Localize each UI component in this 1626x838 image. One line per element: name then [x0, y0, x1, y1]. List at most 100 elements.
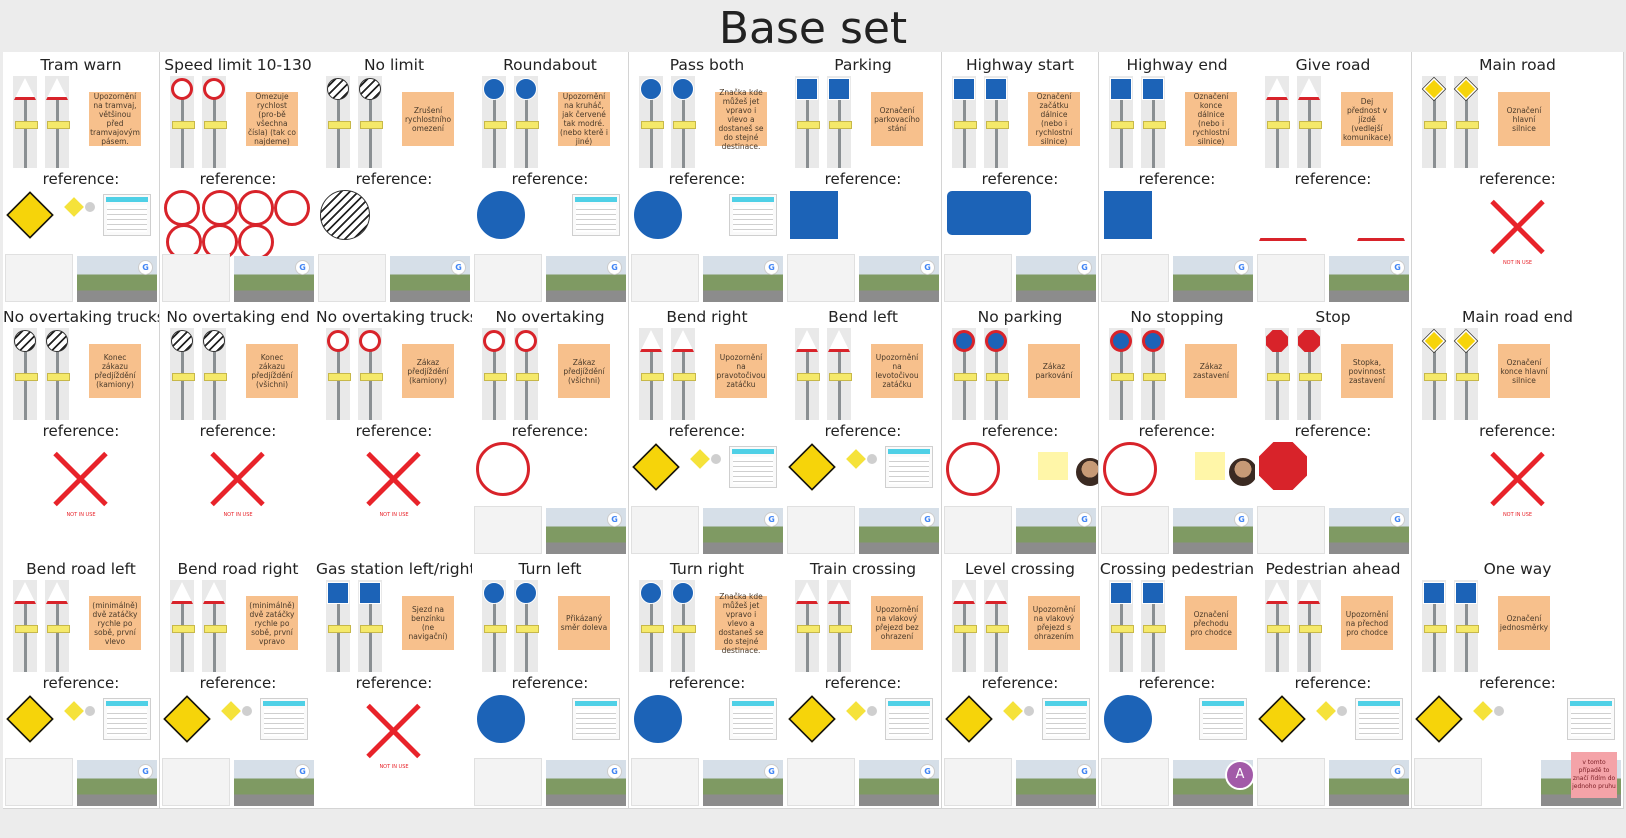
streetview-photo-thumbnail[interactable]: G — [546, 760, 626, 806]
sign-model-right[interactable] — [202, 76, 227, 168]
collaborator-avatar[interactable]: A — [1225, 760, 1255, 790]
yield-triangle-icon[interactable] — [1259, 190, 1307, 241]
sticky-note[interactable]: Označení parkovacího stání — [871, 92, 923, 146]
sticky-note[interactable]: Zákaz zastavení — [1185, 344, 1237, 398]
sticky-note[interactable]: Označení jednosměrky — [1498, 596, 1550, 650]
diamond-yellow-icon[interactable] — [788, 443, 836, 491]
reference-table-thumbnail[interactable] — [1042, 698, 1090, 740]
sticky-note[interactable]: Zrušení rychlostního omezení — [402, 92, 454, 146]
crossing-blue-icon[interactable] — [1103, 694, 1153, 744]
reference-diagram-thumbnail[interactable] — [162, 254, 230, 302]
sign-model-left[interactable] — [326, 580, 351, 672]
diamond-yellow-icon[interactable] — [6, 191, 54, 239]
reference-diagram-thumbnail[interactable] — [787, 506, 855, 554]
sticky-note[interactable]: Upozornění na vlakový přejezd bez ohraze… — [871, 596, 923, 650]
sign-model-right[interactable] — [1453, 328, 1479, 420]
roundabout-blue-icon[interactable] — [476, 190, 526, 240]
diamond-yellow-icon[interactable] — [788, 695, 836, 743]
sign-model-right[interactable] — [358, 76, 383, 168]
sign-model-left[interactable] — [1109, 76, 1134, 168]
reference-diagram-thumbnail[interactable] — [787, 758, 855, 806]
sign-model-right[interactable] — [984, 580, 1009, 672]
sign-model-right[interactable] — [671, 328, 696, 420]
highway-m7-icon[interactable] — [946, 190, 1032, 236]
streetview-photo-thumbnail[interactable]: G — [546, 256, 626, 302]
sticky-note[interactable]: Označení hlavní silnice — [1498, 92, 1550, 146]
sign-model-left[interactable] — [1422, 580, 1447, 672]
sticky-note[interactable]: Dej přednost v jízdě (vedlejší komunikac… — [1341, 92, 1393, 146]
sticky-note[interactable]: Zákaz předjíždění (kamiony) — [402, 344, 454, 398]
reference-diagram-thumbnail[interactable] — [5, 758, 73, 806]
sign-model-right[interactable] — [202, 580, 227, 672]
sign-model-left[interactable] — [13, 76, 38, 168]
sign-model-left[interactable] — [639, 580, 664, 672]
sign-model-right[interactable] — [358, 328, 383, 420]
sign-model-left[interactable] — [1265, 76, 1290, 168]
reference-table-thumbnail[interactable] — [729, 698, 777, 740]
sign-model-left[interactable] — [639, 76, 664, 168]
sticky-note[interactable]: Upozornění na levotočivou zatáčku — [871, 344, 923, 398]
sign-model-left[interactable] — [170, 76, 195, 168]
parking-p-icon[interactable] — [789, 190, 839, 240]
sign-model-left[interactable] — [795, 580, 820, 672]
reference-diagram-thumbnail[interactable] — [1101, 506, 1169, 554]
streetview-photo-thumbnail[interactable]: G — [703, 760, 783, 806]
yield-triangle-icon[interactable] — [1357, 190, 1405, 241]
reference-table-thumbnail[interactable] — [572, 698, 620, 740]
nolimit-sign-icon[interactable] — [320, 190, 370, 240]
streetview-photo-thumbnail[interactable]: G — [1173, 508, 1253, 554]
no-overtaking-sign-icon[interactable] — [476, 442, 530, 496]
sign-cell[interactable]: Bend road left(minimálně) dvě zatáčky ry… — [3, 556, 160, 809]
streetview-photo-thumbnail[interactable]: G — [234, 256, 314, 302]
streetview-photo-thumbnail[interactable]: G — [703, 508, 783, 554]
sticky-note[interactable]: Zákaz předjíždění (všichni) — [558, 344, 610, 398]
sign-model-right[interactable] — [1297, 580, 1322, 672]
reference-diagram-thumbnail[interactable] — [787, 254, 855, 302]
sign-model-right[interactable] — [45, 76, 70, 168]
sticky-note[interactable]: (minimálně) dvě zatáčky rychle po sobě, … — [246, 596, 298, 650]
reference-diagram-thumbnail[interactable] — [631, 506, 699, 554]
streetview-photo-thumbnail[interactable]: G — [77, 256, 157, 302]
sticky-note[interactable]: Upozornění na tramvaj, většinou před tra… — [89, 92, 141, 146]
streetview-photo-thumbnail[interactable]: G — [546, 508, 626, 554]
diamond-yellow-icon[interactable] — [632, 443, 680, 491]
sign-model-right[interactable] — [827, 580, 852, 672]
reference-diagram-thumbnail[interactable] — [5, 254, 73, 302]
reference-table-thumbnail[interactable] — [103, 194, 151, 236]
sign-model-left[interactable] — [170, 580, 195, 672]
reference-table-thumbnail[interactable] — [885, 698, 933, 740]
sign-model-right[interactable] — [1141, 76, 1166, 168]
streetview-photo-thumbnail[interactable]: G — [1329, 256, 1409, 302]
streetview-photo-thumbnail[interactable]: G — [77, 760, 157, 806]
reference-diagram-thumbnail[interactable] — [1257, 506, 1325, 554]
passboth-blue-icon[interactable] — [633, 190, 683, 240]
turn-left-blue-icon[interactable] — [476, 694, 526, 744]
reference-diagram-thumbnail[interactable] — [162, 758, 230, 806]
streetview-photo-thumbnail[interactable]: G — [390, 256, 470, 302]
sticky-note[interactable]: Upozornění na přechod pro chodce — [1341, 596, 1393, 650]
sign-model-right[interactable] — [202, 328, 227, 420]
nostopping-sign-icon[interactable] — [1103, 442, 1157, 496]
reference-table-thumbnail[interactable] — [103, 698, 151, 740]
sticky-note[interactable]: Konec zákazu předjíždění (všichni) — [246, 344, 298, 398]
sign-model-right[interactable] — [671, 76, 696, 168]
streetview-photo-thumbnail[interactable]: G — [1329, 760, 1409, 806]
sign-model-left[interactable] — [326, 76, 351, 168]
sticky-note[interactable]: Označení přechodu pro chodce — [1185, 596, 1237, 650]
sticky-note[interactable]: Sjezd na benzínku (ne navigační) — [402, 596, 454, 650]
highway-end-icon[interactable] — [1103, 190, 1153, 240]
sign-model-left[interactable] — [1109, 328, 1134, 420]
